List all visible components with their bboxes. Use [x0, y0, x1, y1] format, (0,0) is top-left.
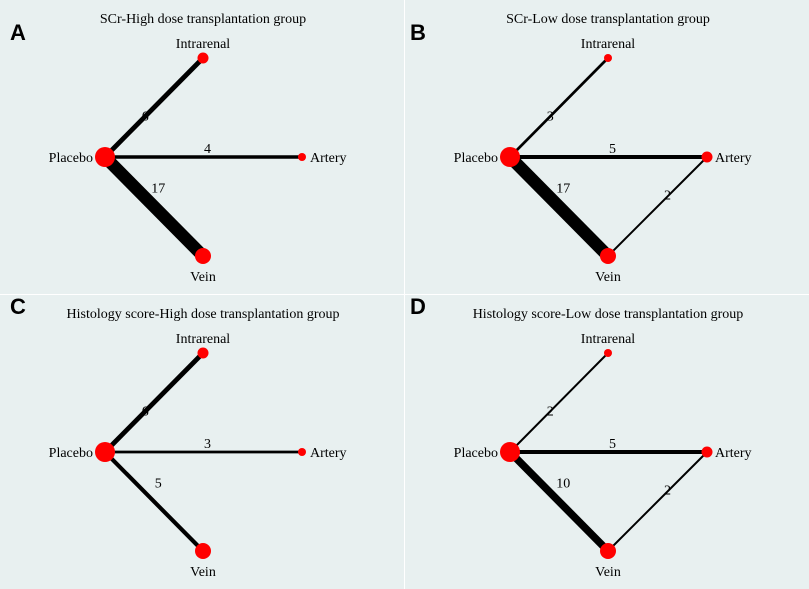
panel-c: C Histology score-High dose transplantati… [0, 294, 404, 589]
node-intrarenal [604, 349, 612, 357]
node-label-intrarenal: Intrarenal [176, 332, 231, 347]
edge-placebo-intrarenal [103, 56, 205, 159]
node-placebo [95, 147, 115, 167]
edge-placebo-vein [507, 449, 611, 554]
panel-letter: D [410, 294, 426, 319]
panel-a: A SCr-High dose transplantation group 6 4 17… [0, 0, 404, 294]
node-label-artery: Artery [310, 151, 347, 166]
edge-label: 17 [556, 182, 570, 197]
node-artery [701, 446, 713, 458]
node-label-intrarenal: Intrarenal [176, 37, 231, 52]
node-vein [600, 248, 616, 264]
node-placebo [95, 442, 115, 462]
node-label-placebo: Placebo [454, 446, 498, 461]
edge-label: 10 [556, 477, 570, 492]
edge-label: 17 [151, 182, 165, 197]
node-label-vein: Vein [190, 270, 216, 285]
panel-b: B SCr-Low dose transplantation group 3 5 17 2… [405, 0, 809, 294]
edge-placebo-vein [505, 152, 613, 261]
node-label-intrarenal: Intrarenal [581, 332, 636, 347]
node-intrarenal [197, 347, 209, 359]
edge-label: 2 [547, 404, 554, 419]
node-label-vein: Vein [595, 565, 621, 580]
panel-letter: C [10, 294, 26, 319]
node-artery [298, 153, 306, 161]
edge-label: 3 [547, 109, 554, 124]
panel-letter: A [10, 20, 26, 45]
edge-label: 2 [664, 484, 671, 499]
node-label-placebo: Placebo [49, 151, 93, 166]
edge-placebo-vein [100, 152, 208, 261]
edge-placebo-intrarenal [103, 351, 205, 454]
panel-d: D Histology score-Low dose transplantatio… [405, 294, 809, 589]
edge-placebo-vein [103, 450, 205, 553]
node-artery [298, 448, 306, 456]
panel-title: SCr-High dose transplantation group [99, 12, 307, 27]
node-label-artery: Artery [715, 446, 752, 461]
node-label-artery: Artery [715, 151, 752, 166]
node-label-intrarenal: Intrarenal [581, 37, 636, 52]
panel-title: Histology score-High dose transplantatio… [66, 307, 340, 322]
edge-label: 3 [204, 437, 211, 452]
edge-label: 6 [142, 109, 149, 124]
node-vein [195, 543, 211, 559]
edge-label: 6 [142, 404, 149, 419]
panel-title: SCr-Low dose transplantation group [506, 12, 710, 27]
edge-label: 5 [609, 142, 616, 157]
node-label-vein: Vein [595, 270, 621, 285]
edge-artery-vein [607, 451, 708, 552]
node-label-vein: Vein [190, 565, 216, 580]
node-vein [600, 543, 616, 559]
edge-label: 5 [155, 477, 162, 492]
node-placebo [500, 442, 520, 462]
node-label-artery: Artery [310, 446, 347, 461]
edge-placebo-intrarenal [509, 352, 609, 453]
node-placebo [500, 147, 520, 167]
node-label-placebo: Placebo [49, 446, 93, 461]
node-intrarenal [197, 52, 209, 64]
node-vein [195, 248, 211, 264]
edge-placebo-intrarenal [509, 57, 609, 158]
edge-label: 5 [609, 437, 616, 452]
node-label-placebo: Placebo [454, 151, 498, 166]
node-intrarenal [604, 54, 612, 62]
edge-label: 4 [204, 142, 211, 157]
panel-title: Histology score-Low dose transplantation… [472, 307, 744, 322]
edge-artery-vein [607, 156, 708, 257]
panel-letter: B [410, 20, 426, 45]
node-artery [701, 151, 713, 163]
edge-label: 2 [664, 189, 671, 204]
